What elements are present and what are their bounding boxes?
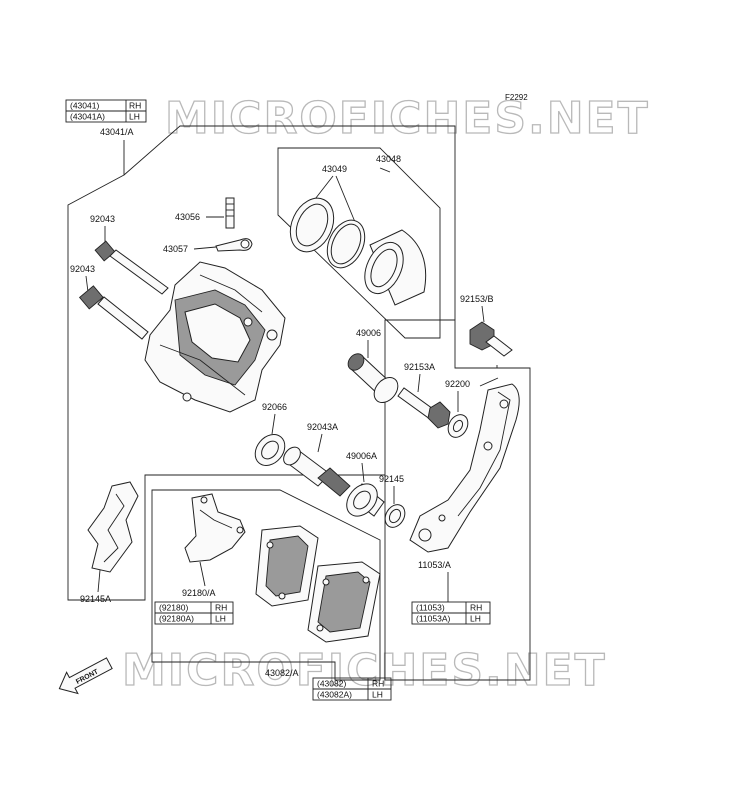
pad-spring-table-part-1: (92180A) [159,614,194,624]
pads-table: (43082) RH (43082A) LH [312,677,392,701]
brake-pad-2 [307,561,381,643]
pin-1 [94,240,169,295]
label-ring: 92066 [262,402,287,412]
label-spring: 92180/A [182,588,216,598]
pads-box [151,489,381,681]
seal-ring-1 [289,197,335,253]
pad-spring-table-side-1: LH [215,614,226,624]
bolt-92153a [397,387,451,429]
pad-spring-table-side-0: RH [215,603,227,613]
bracket-table-side-0: RH [470,603,482,613]
clip-92145 [384,504,406,528]
pads-table-part-1: (43082A) [317,690,352,700]
brake-pad-1 [255,525,319,607]
label-seal: 43049 [322,164,347,174]
caliper-assembly-outline [67,125,498,601]
pad-spring-table-part-0: (92180) [159,603,188,613]
bleed-valve [225,197,235,229]
label-caliper-assy: 43041/A [100,127,134,137]
bracket-11053 [409,383,520,553]
pad-spring-table: (92180) RH (92180A) LH [154,601,234,625]
caliper-table: (43041) RH (43041A) LH [65,99,147,123]
caliper-table-side-1: LH [129,112,140,122]
figure-code: F2292 [505,93,528,102]
label-bracket-assy: 11053/A [418,560,451,570]
watermark-bottom: MICROFICHES.NET [122,645,607,696]
label-bolt-a: 92153A [404,362,435,372]
label-clip: 92145 [379,474,404,484]
label-spring-clip: 92145A [80,594,111,604]
piston-seal-box [277,147,441,339]
pin-92043a [283,446,351,497]
label-bleed-valve: 43056 [175,212,200,222]
boot-49006a [346,483,385,517]
label-pin-1: 92043 [90,214,115,224]
bolt-92153b [469,321,513,357]
ring-92066 [254,434,286,466]
piston [364,229,427,306]
watermark-top: MICROFICHES.NET [165,93,650,144]
bracket-table-part-0: (11053) [416,603,445,613]
label-washer: 92200 [445,379,470,389]
label-boot: 49006 [356,328,381,338]
bracket-table-part-1: (11053A) [416,614,451,624]
bracket-table: (11053) RH (11053A) LH [411,601,491,625]
caliper-table-part-0: (43041) [70,101,99,111]
seal-ring-2 [326,219,366,269]
washer-92200 [447,414,469,438]
front-arrow-icon: FRONT [58,657,113,695]
caliper-table-part-1: (43041A) [70,112,105,122]
pin-2 [78,285,149,340]
bleed-cap [215,238,253,252]
bracket-outline [384,367,531,681]
boot-49006 [347,353,399,404]
label-bleed-cap: 43057 [163,244,188,254]
label-pin-2: 92043 [70,264,95,274]
bracket-table-side-1: LH [470,614,481,624]
pads-table-part-0: (43082) [317,679,346,689]
pad-spring-92180 [184,493,246,563]
label-boot-a: 49006A [346,451,377,461]
label-piston-seal-set: 43048 [376,154,401,164]
pads-table-side-1: LH [372,690,383,700]
label-bolt: 92153/B [460,294,494,304]
caliper-body [144,261,286,413]
label-pads-assy: 43082/A [265,668,299,678]
caliper-table-side-0: RH [129,101,141,111]
spring-clip-92145a [87,481,139,573]
label-pin-a: 92043A [307,422,338,432]
pads-table-side-0: RH [372,679,384,689]
